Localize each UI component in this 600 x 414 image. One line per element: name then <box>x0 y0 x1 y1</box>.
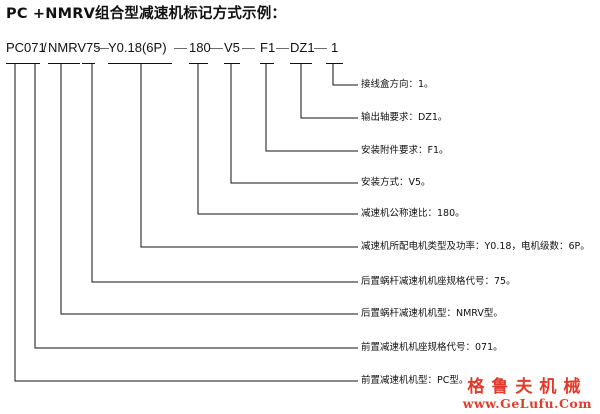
leader-line-nmrv-type <box>60 64 358 315</box>
annotation-junction-box: 接线盒方向：1。 <box>361 79 434 90</box>
watermark-url: www.GeLufu.Com <box>462 396 592 411</box>
annotation-ratio: 减速机公称速比：180。 <box>361 208 465 219</box>
code-part-nmrv75: NMRV75 <box>48 40 101 55</box>
code-part-accessory: F1 <box>260 40 276 55</box>
watermark-chinese: 格鲁夫机械 <box>467 377 588 397</box>
code-part-junction: 1 <box>331 40 339 55</box>
annotation-nmrv-type: 后置蜗杆减速机机型：NMRV型。 <box>361 308 503 319</box>
code-separator: — <box>210 40 223 55</box>
leader-line-mount <box>230 64 358 184</box>
leader-line-pc-type <box>14 64 358 382</box>
leader-line-nmrv-size <box>91 64 358 283</box>
leader-line-shaft <box>300 64 358 119</box>
annotation-accessory: 安装附件要求：F1。 <box>361 145 449 156</box>
leader-line-accessory <box>265 64 358 152</box>
code-part-motor: Y0.18(6P) <box>108 40 167 55</box>
code-separator: — <box>314 40 327 55</box>
code-separator: — <box>96 40 109 55</box>
annotation-motor: 减速机所配电机类型及功率：Y0.18，电机级数：6P。 <box>361 241 590 252</box>
annotation-mounting: 安装方式：V5。 <box>361 177 431 188</box>
leader-line-pc-size <box>34 64 358 349</box>
watermark: 格鲁夫机械 www.GeLufu.Com <box>463 378 592 411</box>
code-separator: — <box>174 40 187 55</box>
code-part-shaft: DZ1 <box>290 40 315 55</box>
code-part-pc071: PC071 <box>6 40 46 55</box>
code-part-slash: / <box>43 40 47 55</box>
diagram-title: PC +NMRV组合型减速机标记方式示例： <box>6 6 287 22</box>
leader-line-junction <box>332 64 358 86</box>
leader-line-motor <box>140 64 358 248</box>
code-part-ratio: 180 <box>189 40 211 55</box>
code-separator: — <box>276 40 289 55</box>
annotation-output-shaft: 输出轴要求：DZ1。 <box>361 112 448 123</box>
annotation-pc-size: 前置减速机机座规格代号：071。 <box>361 342 503 353</box>
code-part-mount: V5 <box>224 40 240 55</box>
annotation-pc-type: 前置减速机机型：PC型。 <box>361 375 469 386</box>
annotation-nmrv-size: 后置蜗杆减速机机座规格代号：75。 <box>361 276 516 287</box>
leader-line-ratio <box>197 64 358 215</box>
code-separator: — <box>242 40 255 55</box>
model-code: PC071 / NMRV75 — Y0.18(6P) — 180 — V5 — … <box>0 40 600 62</box>
